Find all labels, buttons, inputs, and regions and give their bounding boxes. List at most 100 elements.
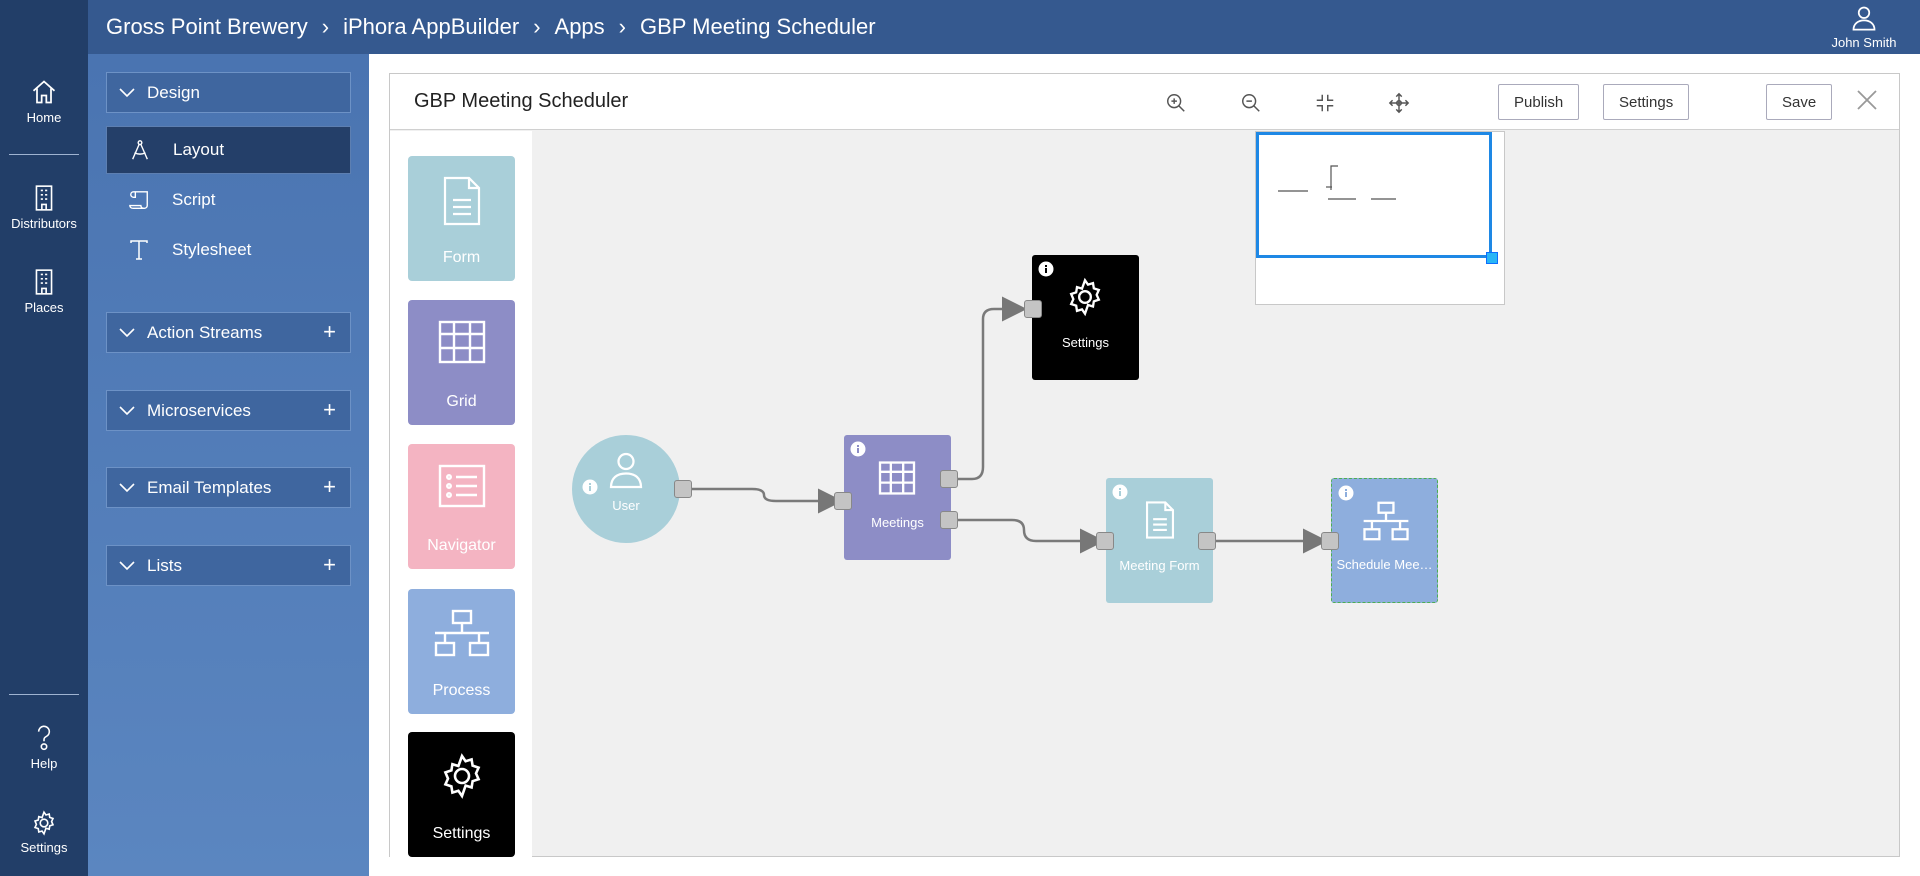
zoom-in-icon (1167, 94, 1185, 112)
section-design[interactable]: Design (106, 72, 351, 113)
node-settings[interactable]: Settings (1032, 255, 1139, 380)
port-meetings-in[interactable] (834, 492, 852, 510)
node-user[interactable]: User (572, 435, 680, 543)
info-icon[interactable] (582, 479, 598, 498)
left-rail: Home Distributors Places Help Settings (0, 0, 88, 876)
breadcrumb-separator: › (618, 14, 626, 39)
edge-meetings-form (957, 518, 1105, 554)
help-icon (37, 725, 51, 751)
design-canvas[interactable]: User Meetings Settings (532, 131, 1899, 857)
rail-divider (9, 154, 79, 155)
add-list-button[interactable]: + (323, 552, 336, 577)
port-user-out[interactable] (674, 480, 692, 498)
breadcrumb-apps[interactable]: Apps (554, 14, 605, 39)
rail-settings[interactable]: Settings (0, 810, 88, 855)
add-microservice-button[interactable]: + (323, 397, 336, 422)
panel-item-stylesheet[interactable]: Stylesheet (106, 226, 351, 274)
palette-settings[interactable]: Settings (408, 732, 515, 857)
port-settings-in[interactable] (1024, 300, 1042, 318)
pan-button[interactable] (1385, 89, 1413, 117)
node-user-label: User (612, 498, 640, 513)
add-action-stream-button[interactable]: + (323, 319, 336, 344)
rail-distributors[interactable]: Distributors (0, 184, 88, 231)
zoom-in-button[interactable] (1162, 89, 1190, 117)
minimap-resize-handle[interactable] (1486, 252, 1498, 264)
rail-home[interactable]: Home (0, 78, 88, 125)
close-button[interactable] (1855, 88, 1879, 117)
designer-title: GBP Meeting Scheduler (414, 90, 629, 112)
section-lists-label: Lists (147, 555, 182, 575)
grid-icon (878, 461, 916, 495)
top-bar: Gross Point Brewery › iPhora AppBuilder … (88, 0, 1920, 54)
breadcrumb-org[interactable]: Gross Point Brewery (106, 14, 308, 39)
text-icon (106, 239, 172, 261)
publish-button[interactable]: Publish (1498, 84, 1580, 120)
close-icon (1857, 90, 1877, 110)
edge-user-meetings (690, 487, 843, 514)
component-palette: Form Grid Navigator Process Settings (390, 131, 532, 857)
section-email-templates[interactable]: Email Templates + (106, 467, 351, 508)
chevron-down-icon (107, 560, 147, 571)
edge-meetings-settings (957, 296, 1027, 481)
info-icon[interactable] (850, 441, 866, 460)
save-button[interactable]: Save (1766, 84, 1833, 120)
layout-designer: GBP Meeting Scheduler Publish Settings S… (389, 73, 1900, 857)
add-email-template-button[interactable]: + (323, 474, 336, 499)
panel-item-layout-label: Layout (173, 140, 225, 159)
info-icon[interactable] (1038, 261, 1054, 280)
palette-navigator[interactable]: Navigator (408, 444, 515, 569)
palette-navigator-label: Navigator (427, 537, 496, 554)
section-lists[interactable]: Lists + (106, 545, 351, 586)
rail-places-label: Places (24, 300, 64, 315)
rail-places[interactable]: Places (0, 268, 88, 315)
panel-item-layout[interactable]: Layout (106, 126, 351, 174)
panel-item-script[interactable]: Script (106, 176, 351, 224)
port-meetings-out-2[interactable] (940, 511, 958, 529)
palette-grid-label: Grid (446, 393, 477, 410)
chevron-down-icon (107, 87, 147, 98)
minimap[interactable] (1255, 131, 1505, 305)
node-meeting-form[interactable]: Meeting Form (1106, 478, 1213, 603)
grid-icon (438, 320, 485, 364)
user-menu[interactable]: John Smith (1822, 0, 1906, 54)
section-action-streams-label: Action Streams (147, 322, 263, 342)
section-email-templates-label: Email Templates (147, 477, 272, 497)
connections (690, 296, 1328, 554)
rail-home-label: Home (26, 110, 62, 125)
port-form-in[interactable] (1096, 532, 1114, 550)
section-action-streams[interactable]: Action Streams + (106, 312, 351, 353)
pan-icon (1388, 92, 1410, 114)
minimap-viewport[interactable] (1256, 132, 1492, 258)
node-schedule-meeting-label: Schedule Mee… (1336, 557, 1433, 572)
side-panel: Design Layout Script Stylesheet Action S… (88, 54, 369, 876)
section-design-label: Design (147, 82, 200, 102)
palette-grid[interactable]: Grid (408, 300, 515, 425)
rail-help[interactable]: Help (0, 722, 88, 771)
port-form-out[interactable] (1198, 532, 1216, 550)
breadcrumb-separator: › (321, 14, 330, 39)
port-schedule-in[interactable] (1321, 532, 1339, 550)
gear-icon (443, 753, 480, 799)
chevron-down-icon (107, 327, 147, 338)
palette-form-label: Form (442, 249, 481, 266)
rail-settings-label: Settings (20, 840, 68, 855)
rail-divider (9, 694, 79, 695)
settings-button[interactable]: Settings (1603, 84, 1690, 120)
palette-form[interactable]: Form (408, 156, 515, 281)
node-schedule-meeting[interactable]: Schedule Mee… (1331, 478, 1438, 603)
zoom-out-button[interactable] (1237, 89, 1265, 117)
breadcrumb-appbuilder[interactable]: iPhora AppBuilder (343, 14, 520, 39)
fit-button[interactable] (1311, 89, 1339, 117)
user-icon (609, 452, 643, 489)
panel-item-script-label: Script (172, 190, 216, 209)
info-icon[interactable] (1112, 484, 1128, 503)
info-icon[interactable] (1338, 485, 1354, 504)
port-meetings-out-1[interactable] (940, 470, 958, 488)
node-settings-label: Settings (1062, 335, 1109, 350)
document-icon (443, 176, 480, 226)
node-meetings[interactable]: Meetings (844, 435, 951, 560)
section-microservices[interactable]: Microservices + (106, 390, 351, 431)
breadcrumb: Gross Point Brewery › iPhora AppBuilder … (106, 0, 876, 54)
palette-process[interactable]: Process (408, 589, 515, 714)
